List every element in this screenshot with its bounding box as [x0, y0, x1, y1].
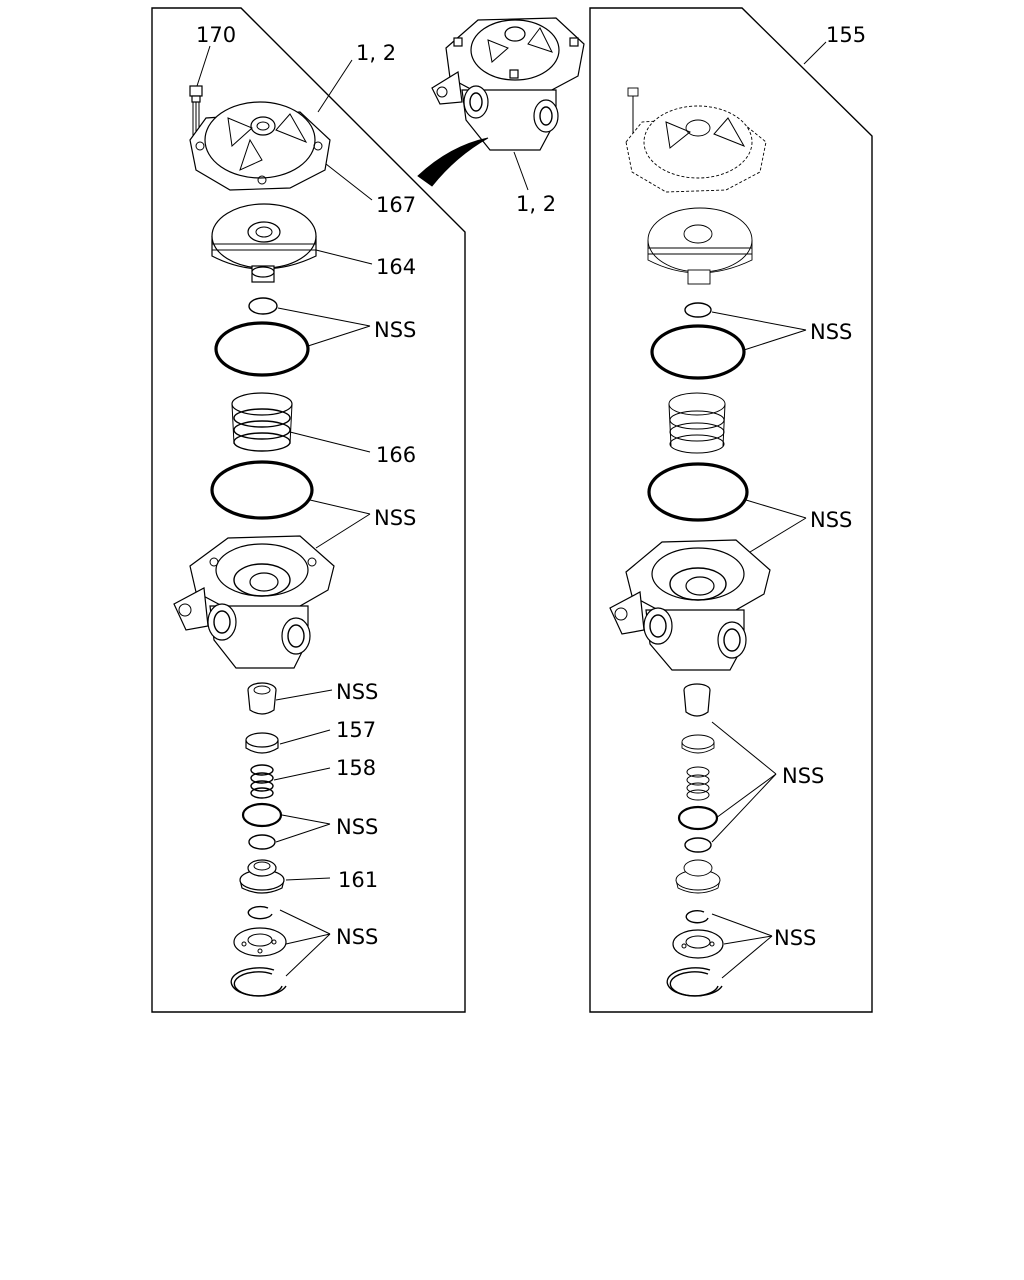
- label-piston: 164: [376, 255, 416, 279]
- piston-164: [211, 203, 317, 283]
- label-bolt: 170: [196, 23, 236, 47]
- washer-right: [672, 929, 724, 959]
- small-o-ring-right: [684, 302, 712, 318]
- body-o-ring: [210, 460, 314, 520]
- label-left-panel-top: 1, 2: [356, 41, 396, 65]
- left-leaders: [196, 45, 373, 977]
- label-retainer: 161: [338, 868, 378, 892]
- body-o-ring-right: [647, 462, 749, 522]
- cover-ghost: [625, 105, 767, 193]
- retainer-161: [239, 859, 285, 894]
- large-o-ring: [214, 321, 310, 377]
- washer-plate: [233, 927, 287, 957]
- valve-body: [173, 535, 335, 669]
- label-nss-right-4: NSS: [774, 926, 816, 950]
- insert-nss: [247, 682, 277, 715]
- left-panel: 170 1, 2 167 164 NSS 166 NSS NSS 157 158…: [151, 7, 466, 1013]
- right-panel-frame: [589, 7, 873, 1013]
- label-nss-2: NSS: [374, 506, 416, 530]
- large-o-ring-right: [650, 324, 746, 380]
- retainer-ghost: [675, 859, 721, 894]
- insert-right: [683, 683, 711, 717]
- left-panel-frame: [151, 7, 466, 1013]
- label-nss-right-1: NSS: [810, 320, 852, 344]
- center-pointer-arrow: [417, 137, 489, 187]
- spring-166: [231, 392, 293, 452]
- small-o-ring: [248, 297, 278, 315]
- label-right-panel-top: 155: [826, 23, 866, 47]
- label-nss-4: NSS: [336, 815, 378, 839]
- right-leaders: [711, 41, 827, 979]
- bolt-ghost: [627, 87, 639, 136]
- seat-157: [245, 732, 279, 754]
- label-cover: 167: [376, 193, 416, 217]
- right-panel: 155 NSS NSS NSS NSS: [589, 7, 873, 1013]
- valve-body-right: [609, 539, 771, 671]
- o-ring-small-2: [248, 834, 276, 850]
- piston-ghost: [647, 207, 753, 285]
- seat-ghost: [681, 734, 715, 754]
- label-nss-3: NSS: [336, 680, 378, 704]
- label-small-spring: 158: [336, 756, 376, 780]
- label-nss-right-2: NSS: [810, 508, 852, 532]
- o-ring-right-1: [677, 805, 719, 831]
- o-ring-right-2: [684, 837, 712, 853]
- center-valve-assembly: 1, 2: [417, 17, 585, 216]
- cover-167: [189, 101, 331, 191]
- label-nss-5: NSS: [336, 925, 378, 949]
- label-spring: 166: [376, 443, 416, 467]
- o-ring-small-1: [241, 802, 283, 828]
- spring-small-ghost: [686, 766, 710, 801]
- snap-ring-small-right: [685, 910, 709, 924]
- label-nss-1: NSS: [374, 318, 416, 342]
- spring-158: [250, 764, 274, 799]
- label-center-valve: 1, 2: [516, 192, 556, 216]
- label-valve-seat: 157: [336, 718, 376, 742]
- snap-ring-small: [247, 905, 273, 920]
- spring-ghost: [668, 392, 726, 454]
- label-nss-right-3: NSS: [782, 764, 824, 788]
